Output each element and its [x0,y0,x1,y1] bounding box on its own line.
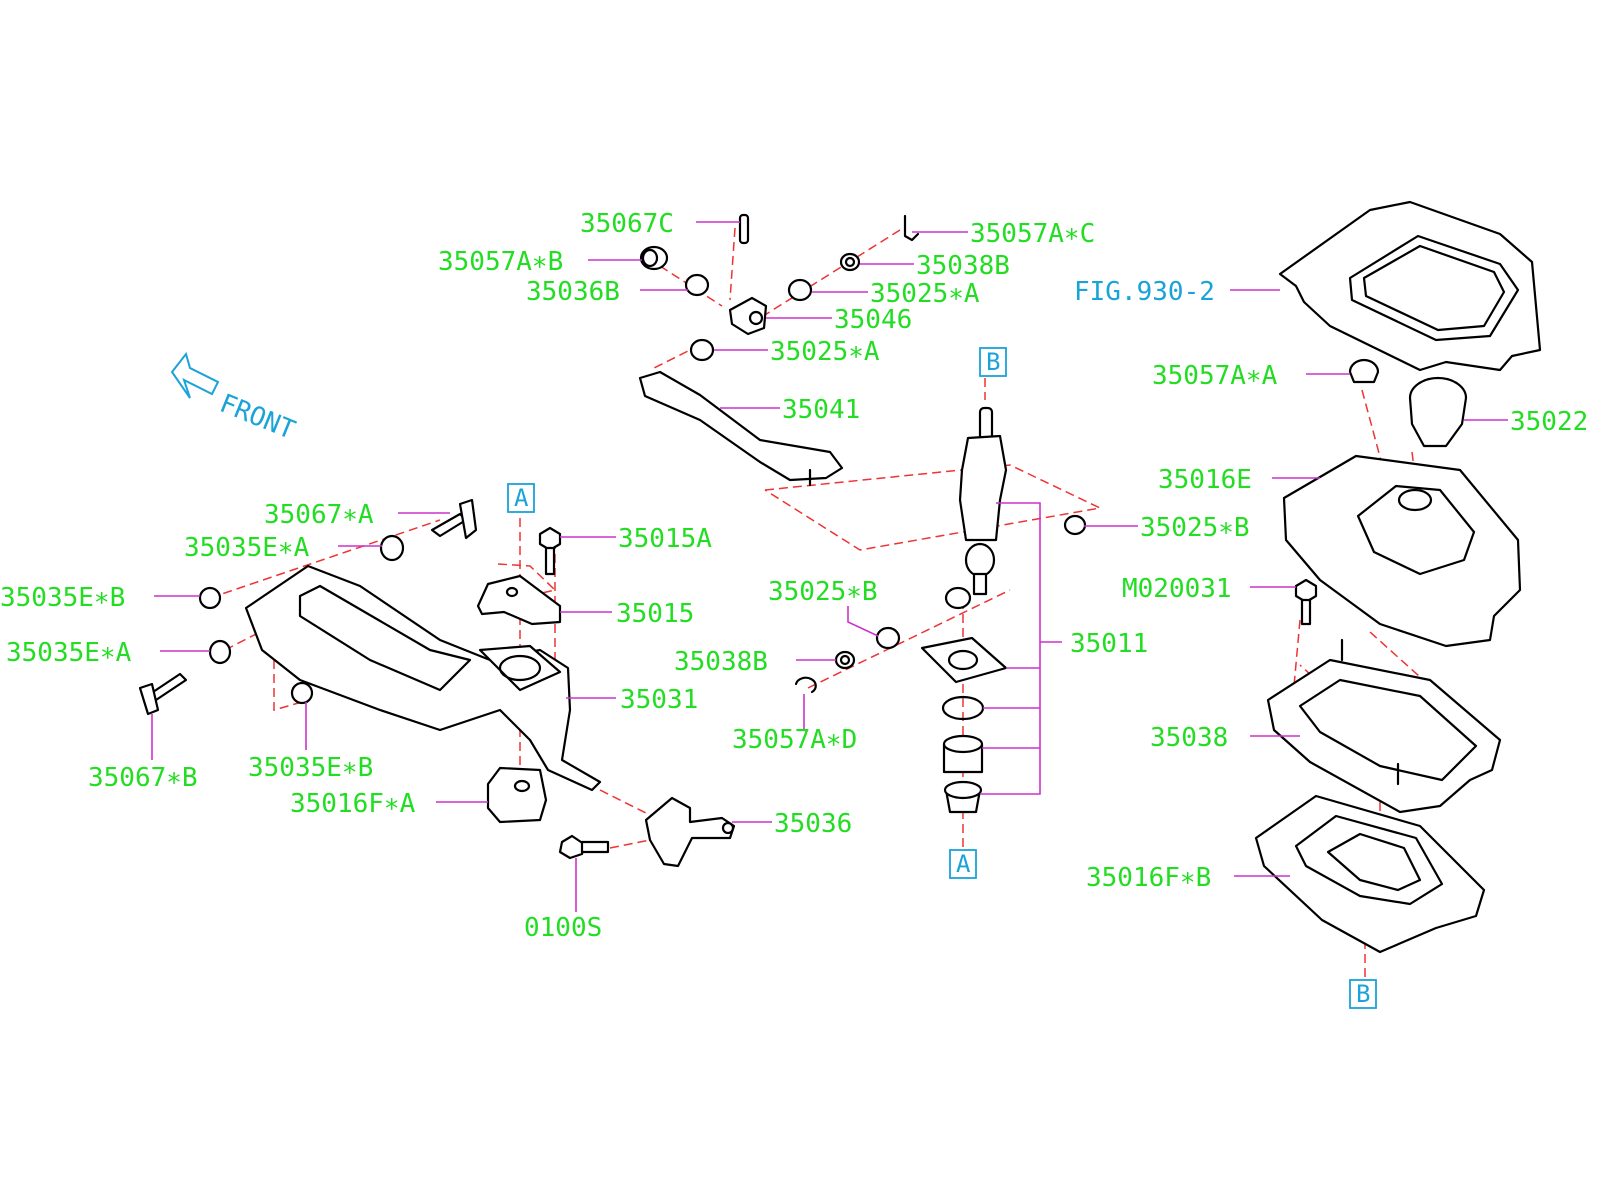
part-35057A-A-plug [1348,358,1380,384]
label-35057A-B: 35057A∗B [438,247,563,277]
svg-text:A: A [956,850,971,878]
label-35022: 35022 [1510,407,1588,437]
label-35015: 35015 [616,599,694,629]
part-35038-housing-plate [1266,638,1502,814]
leader-lines [151,221,1508,912]
label-35035E-B-bottom: 35035E∗B [248,753,373,783]
part-35038B-washer-top [839,252,861,272]
part-35016F-A-mount [486,766,548,824]
part-35067C-pin [738,213,750,245]
part-35016F-B-boot [1254,794,1486,954]
ref-box-B-top: B [979,347,1007,377]
part-35025B-bushing-mid [875,626,901,650]
part-35016E-boot-cover [1282,454,1522,648]
label-35057A-C: 35057A∗C [970,219,1095,249]
label-35016F-A: 35016F∗A [290,789,416,819]
label-35067C: 35067C [580,209,674,239]
label-35016E: 35016E [1158,465,1252,495]
part-fig930-2-console [1278,200,1542,372]
label-35016F-B: 35016F∗B [1086,863,1211,893]
label-35011: 35011 [1070,629,1148,659]
part-35011-cup [943,780,983,814]
label-fig930-2: FIG.930-2 [1074,277,1215,307]
label-35041: 35041 [782,395,860,425]
front-label: FRONT [215,389,299,446]
part-35025A-bushing-2 [689,338,715,362]
ref-box-A-bottom: A [949,849,977,879]
label-35036: 35036 [774,809,852,839]
label-35067B: 35067∗B [88,763,198,793]
part-35067A-bolt [430,498,478,540]
part-35035E-A-bushing-top [379,534,405,562]
part-35011-bushing [942,734,984,774]
label-35046: 35046 [834,305,912,335]
part-35015-bracket [476,574,562,626]
label-35025B-right: 35025∗B [1140,513,1250,543]
part-35041-rod [638,370,844,487]
ref-box-B-bottom: B [1349,979,1377,1009]
part-35046-joint [728,296,768,336]
part-35057A-D-clip [794,676,817,694]
label-0100S: 0100S [524,913,602,943]
part-35011-plate [920,636,1008,684]
label-35031: 35031 [620,685,698,715]
part-0100S-bolt [558,834,610,860]
part-M020031-bolt [1294,578,1318,626]
part-35035E-A-bushing-left [208,639,232,665]
label-35057A-D: 35057A∗D [732,725,857,755]
part-35038B-washer-mid [834,650,856,670]
part-35025A-bushing-1 [787,278,813,302]
label-35025A-2: 35025∗A [770,337,880,367]
label-35025A-1: 35025∗A [870,279,980,309]
part-35067B-bolt [138,672,188,716]
ref-box-A-left: A [507,483,535,513]
svg-text:A: A [514,484,529,512]
part-35025B-bushing-right [1063,514,1087,536]
label-35038: 35038 [1150,723,1228,753]
part-35057A-C-clip [903,214,920,242]
front-arrow-icon [170,351,220,399]
part-35011-shift-lever [944,406,1008,610]
part-35022-knob [1408,376,1468,448]
part-35057A-B-bushing [639,245,669,271]
label-35015A: 35015A [618,524,712,554]
part-35035E-B-bushing-left [198,586,222,610]
label-35057A-A: 35057A∗A [1152,361,1278,391]
label-35067A: 35067∗A [264,500,374,530]
part-35035E-B-bushing-bottom [290,681,314,705]
label-35035E-A-top: 35035E∗A [184,533,310,563]
label-35036B: 35036B [526,277,620,307]
label-35035E-B-left: 35035E∗B [0,583,125,613]
part-35015A-bolt [538,526,562,576]
part-35036B-bushing [684,273,710,297]
label-35035E-A-left: 35035E∗A [6,638,132,668]
svg-text:B: B [1356,980,1370,1008]
label-35025B-mid: 35025∗B [768,577,878,607]
label-35038B-top: 35038B [916,251,1010,281]
label-35038B-mid: 35038B [674,647,768,677]
part-35031-crossmember [244,564,602,792]
svg-text:B: B [986,348,1000,376]
label-M020031: M020031 [1122,574,1232,604]
part-35036-bracket [644,796,736,868]
